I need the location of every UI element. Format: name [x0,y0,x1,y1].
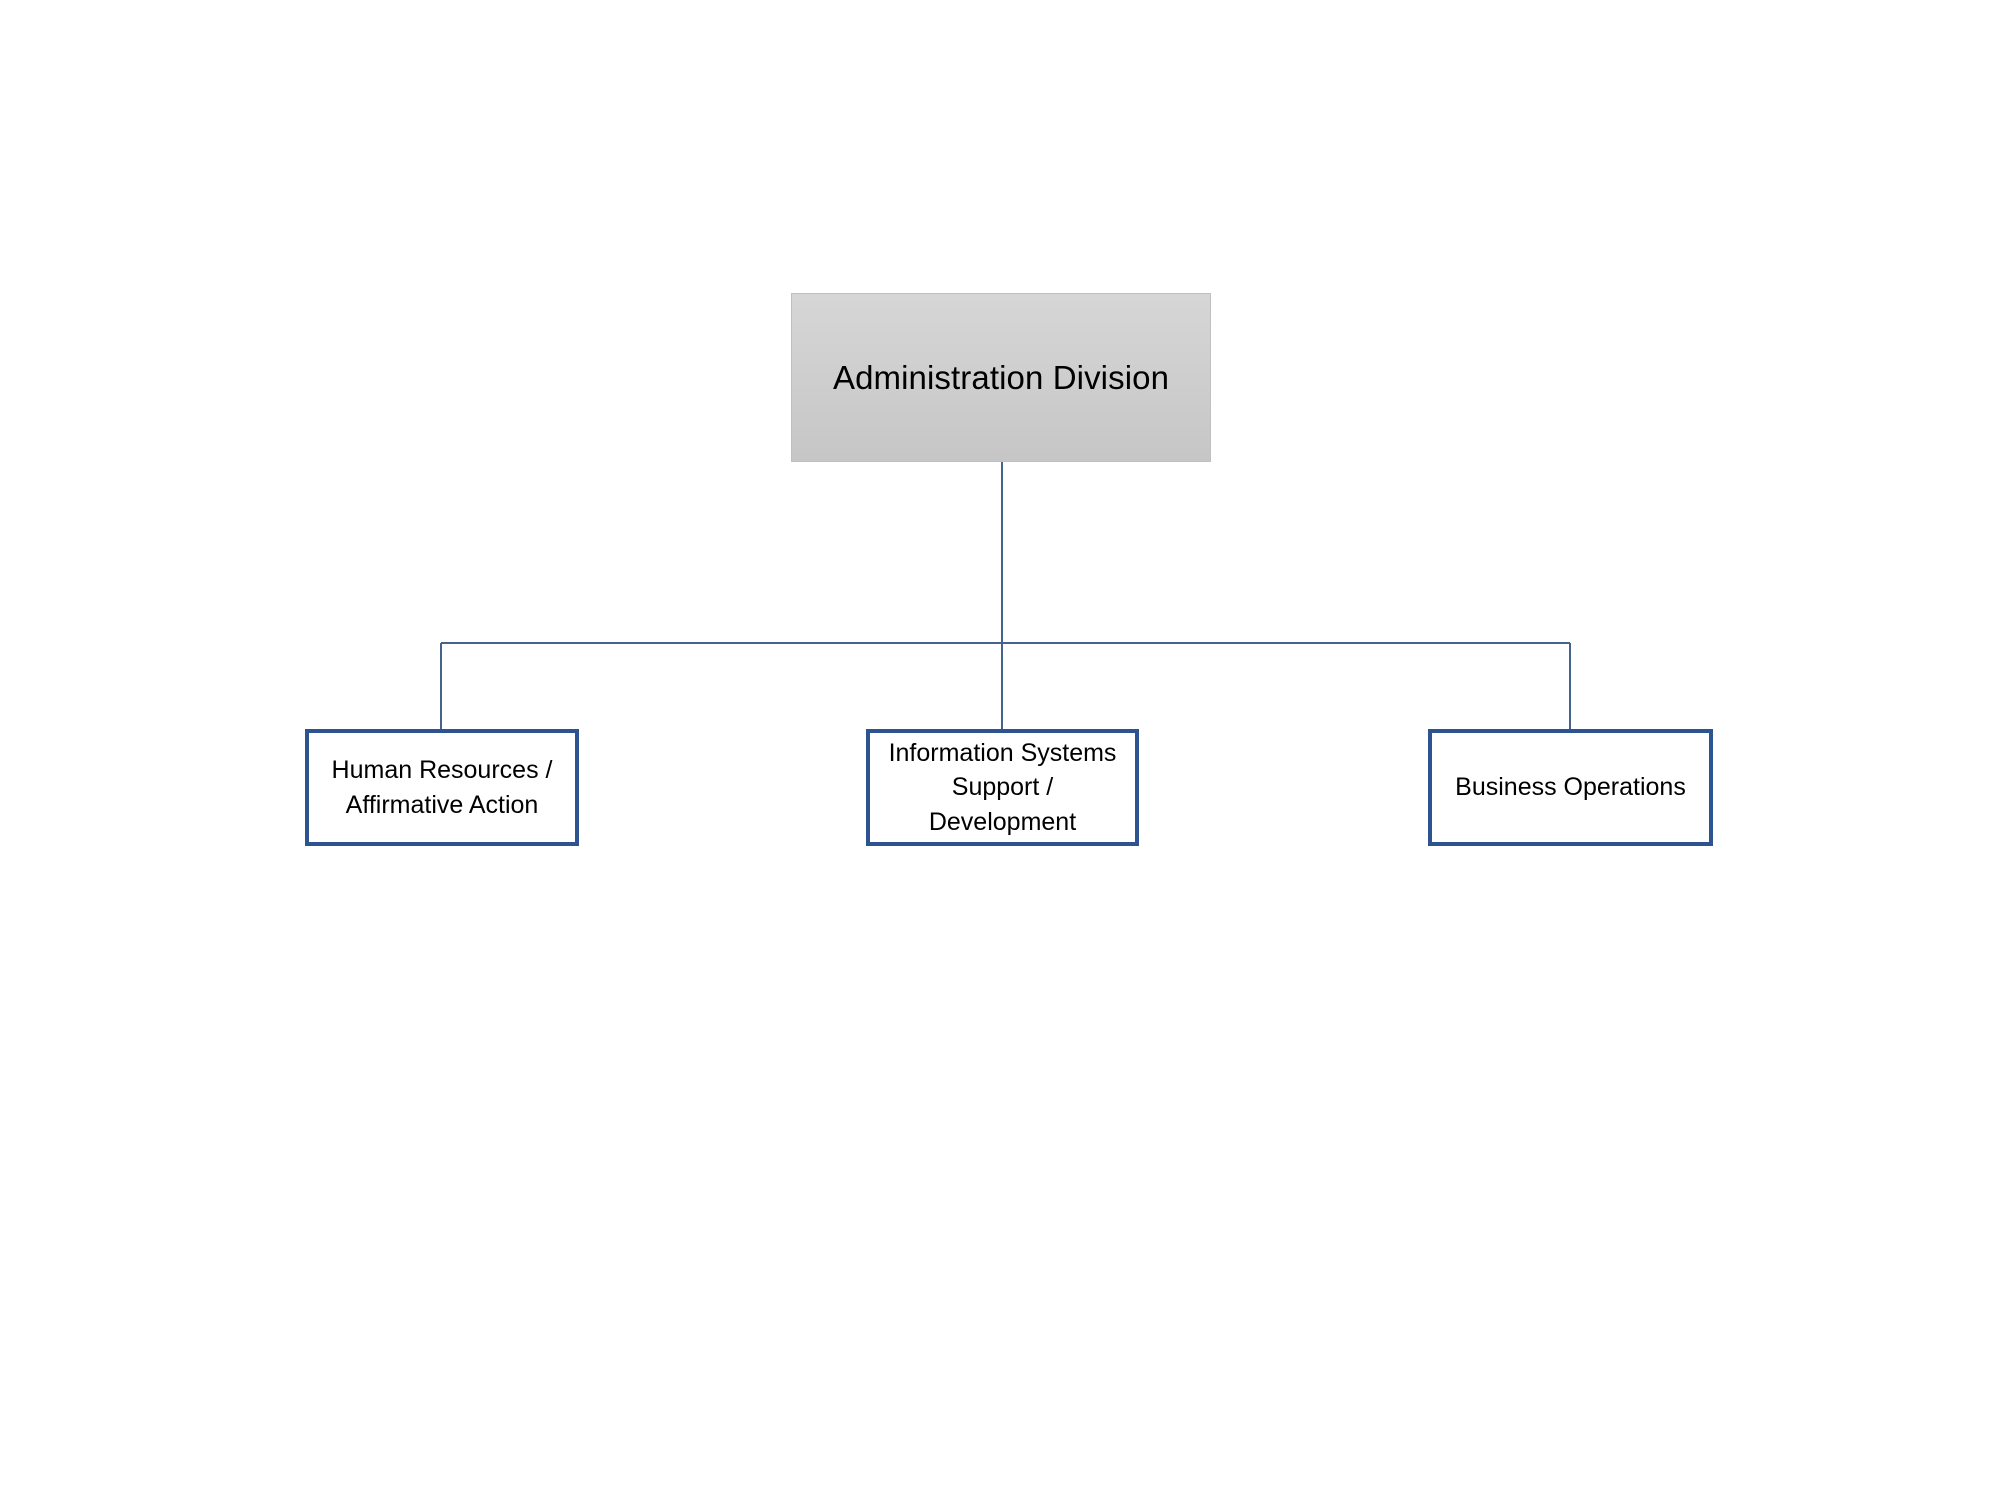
org-node-business-operations[interactable]: Business Operations [1428,729,1713,846]
org-node-label: Human Resources / Affirmative Action [331,756,553,819]
org-node-administration-division[interactable]: Administration Division [791,293,1211,462]
org-node-label: Business Operations [1455,773,1686,802]
org-node-human-resources-affirmative-action[interactable]: Human Resources / Affirmative Action [305,729,579,846]
org-node-information-systems-support-development[interactable]: Information Systems Support / Developmen… [866,729,1139,846]
org-node-label: Administration Division [832,358,1170,396]
org-node-label: Information Systems Support / Developmen… [888,738,1117,836]
